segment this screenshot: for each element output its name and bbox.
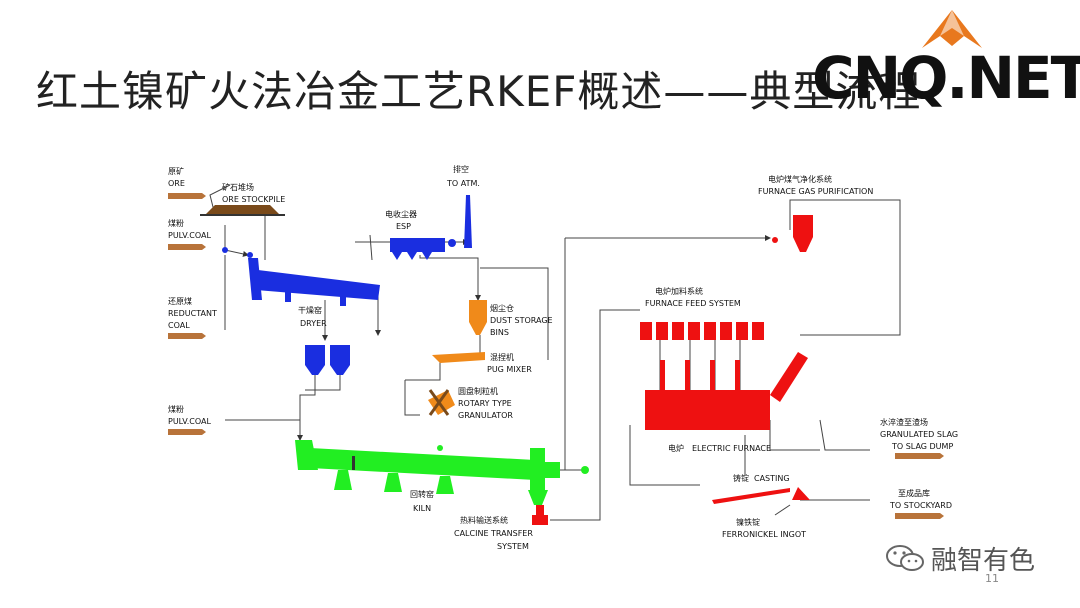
feed-system-label-en: FURNACE FEED SYSTEM	[645, 299, 741, 308]
input-feed-bars	[168, 193, 944, 519]
esp-label-zh: 电收尘器	[385, 209, 417, 219]
logo-text: CNQ.NET	[812, 44, 1080, 112]
stockyard-output-bar	[895, 513, 944, 519]
pulv-coal-1-label-zh: 煤粉	[168, 218, 184, 228]
dust-storage-bin	[469, 300, 487, 335]
cnq-logo: CNQ.NET	[812, 6, 1080, 112]
casting-unit	[712, 487, 810, 504]
slag-output-bar	[895, 453, 944, 459]
stockyard-label-en: TO STOCKYARD	[889, 501, 952, 510]
ore-input-bar	[168, 193, 206, 199]
casting-label-zh: 铸锭	[733, 473, 749, 483]
granulator-shape	[428, 389, 455, 416]
dryer-label-en: DRYER	[300, 319, 327, 328]
furnace-feed-bins	[640, 322, 764, 340]
diagram-labels: 原矿 ORE 矿石堆场 ORE STOCKPILE 煤粉 PULV.COAL 还…	[168, 164, 958, 551]
page-number: 11	[985, 572, 999, 585]
reductant-label-en1: REDUCTANT	[168, 309, 217, 318]
slag-label-zh: 水淬渣至渣场	[880, 417, 928, 427]
pug-mixer-label-zh: 混捏机	[490, 352, 514, 362]
ingot-label-zh: 镍铁锭	[736, 517, 760, 527]
granulator-label-zh: 圆盘制粒机	[458, 386, 498, 396]
granulator-label-en1: ROTARY TYPE	[458, 399, 512, 408]
calcine-transfer-unit	[532, 505, 548, 525]
electric-furnace-unit	[645, 352, 808, 430]
pulv-coal-input-bar-1	[168, 244, 206, 250]
kiln-label-en: KILN	[413, 504, 431, 513]
ore-label-en: ORE	[168, 179, 185, 188]
calcine-label-zh: 热料输送系统	[460, 515, 508, 525]
esp-unit	[390, 238, 456, 260]
to-atm-label-zh: 排空	[453, 164, 469, 174]
slag-label-en2: TO SLAG DUMP	[891, 442, 953, 451]
gas-purification-label-zh: 电炉煤气净化系统	[768, 174, 832, 184]
ore-stockpile-label-zh: 矿石堆场	[222, 182, 254, 192]
esp-label-en: ESP	[396, 222, 411, 231]
pulv-coal-2-label-zh: 煤粉	[168, 404, 184, 414]
calcine-label-en1: CALCINE TRANSFER	[454, 529, 533, 538]
reductant-input-bar	[168, 333, 206, 339]
dryer-label-zh: 干燥窑	[298, 305, 322, 315]
to-atm-label-en: TO ATM.	[446, 179, 480, 188]
stockyard-label-zh: 至成品库	[898, 488, 930, 498]
feed-system-label-zh: 电炉加料系统	[655, 286, 703, 296]
dryer-unit	[222, 247, 380, 306]
gas-purification-unit	[772, 215, 813, 252]
reductant-label-en2: COAL	[168, 321, 190, 330]
watermark-name: 融智有色	[931, 545, 1036, 576]
casting-label-en: CASTING	[754, 474, 790, 483]
pulv-coal-input-bar-2	[168, 429, 206, 435]
ore-label-zh: 原矿	[168, 166, 184, 176]
ingot-label-en: FERRONICKEL INGOT	[722, 530, 806, 539]
logo-mark-icon	[922, 10, 982, 48]
dryer-bins	[305, 345, 350, 375]
kiln-unit	[295, 440, 589, 505]
ore-stockpile-shape	[205, 205, 280, 215]
slag-label-en1: GRANULATED SLAG	[880, 430, 958, 439]
dust-storage-label-en2: BINS	[490, 328, 509, 337]
kiln-label-zh: 回转窑	[410, 489, 434, 499]
granulator-label-en2: GRANULATOR	[458, 411, 513, 420]
pug-mixer-shape	[432, 352, 485, 363]
calcine-label-en2: SYSTEM	[497, 542, 529, 551]
dust-storage-label-en1: DUST STORAGE	[490, 316, 553, 325]
gas-purification-label-en: FURNACE GAS PURIFICATION	[758, 187, 873, 196]
ore-stockpile-label-en: ORE STOCKPILE	[222, 195, 285, 204]
electric-furnace-label-en: ELECTRIC FURNACE	[692, 444, 771, 453]
pulv-coal-2-label-en: PULV.COAL	[168, 417, 211, 426]
dust-storage-label-zh: 烟尘仓	[490, 303, 514, 313]
electric-furnace-label-zh: 电炉	[668, 443, 684, 453]
stack-to-atm	[464, 195, 472, 248]
pulv-coal-1-label-en: PULV.COAL	[168, 231, 211, 240]
watermark: 融智有色	[885, 540, 1035, 576]
pug-mixer-label-en: PUG MIXER	[487, 365, 532, 374]
reductant-label-zh: 还原煤	[168, 296, 192, 306]
page-title: 红土镍矿火法冶金工艺RKEF概述——典型流程	[36, 67, 922, 116]
wechat-icon	[886, 545, 924, 571]
